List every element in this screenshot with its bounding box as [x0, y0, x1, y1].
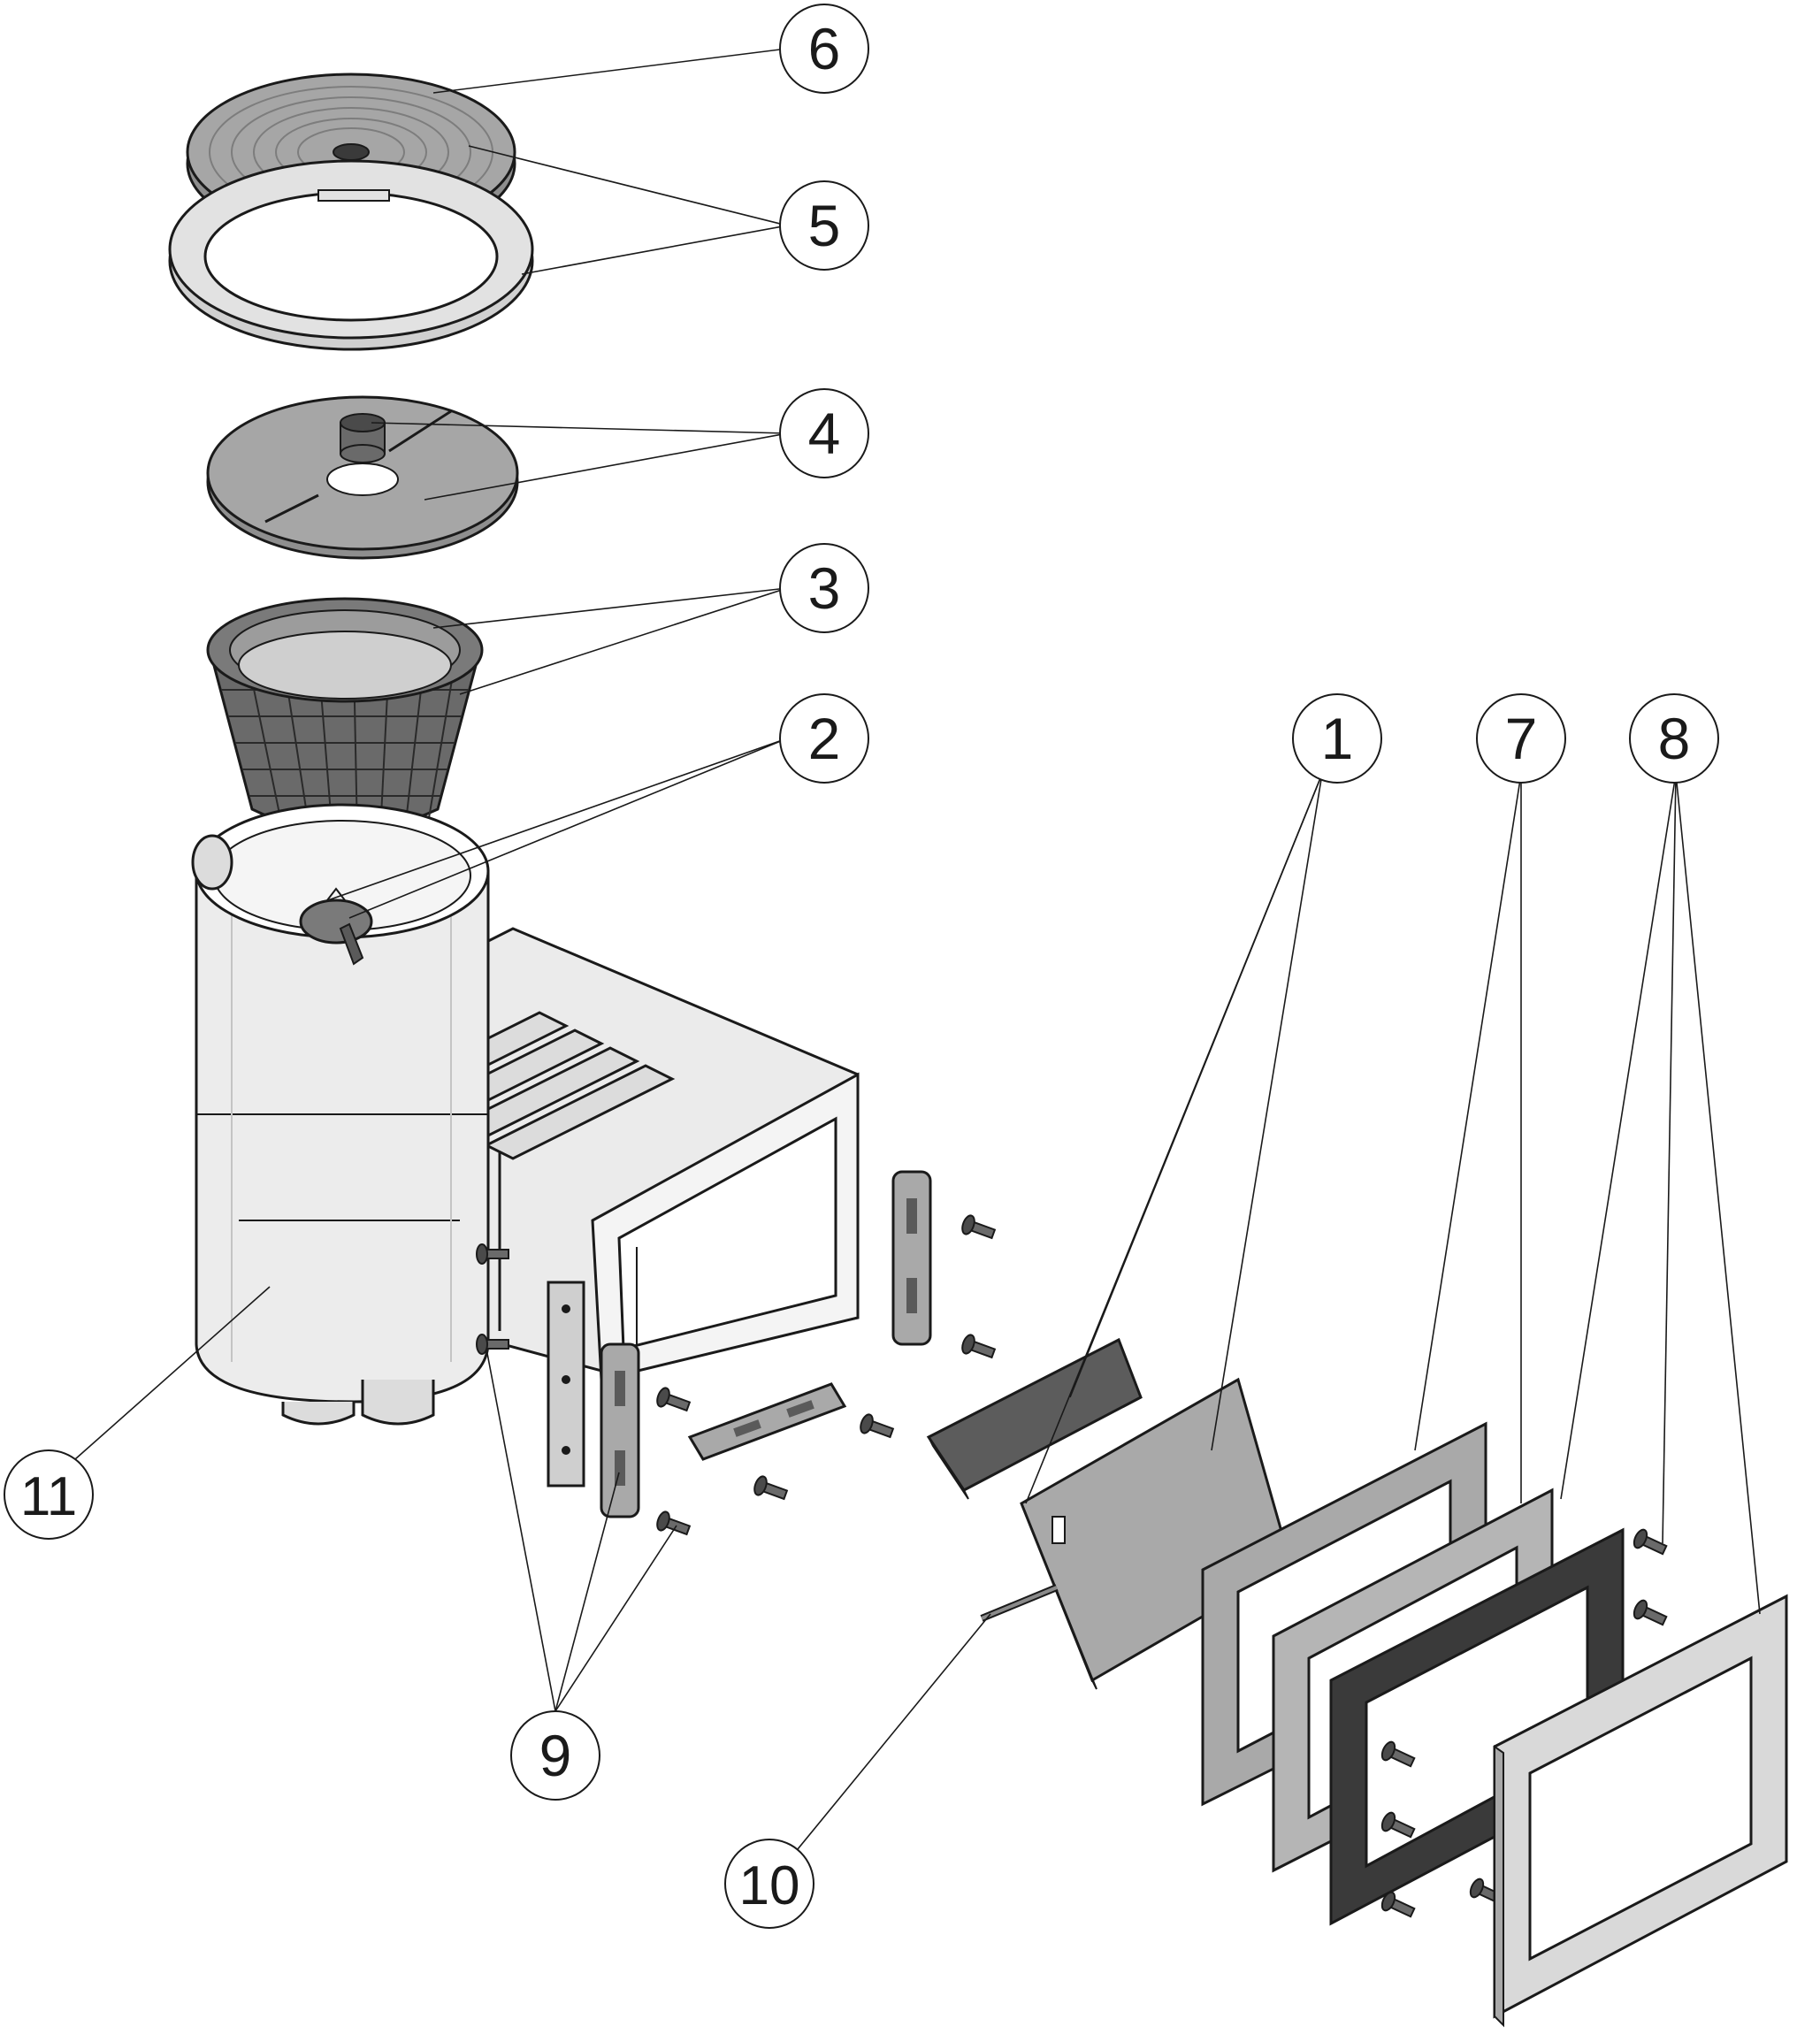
callout-6: 6	[779, 4, 869, 94]
part-4-skimmer-plate	[206, 395, 519, 560]
callout-8: 8	[1629, 693, 1719, 784]
screw-1	[959, 1212, 998, 1244]
callout-9: 9	[510, 1710, 600, 1801]
callout-1-label: 1	[1321, 706, 1354, 771]
screw-4	[654, 1385, 692, 1417]
part-11-skimmer-body	[191, 803, 860, 1426]
callout-4: 4	[779, 388, 869, 478]
callout-5: 5	[779, 180, 869, 271]
part-10-rod	[980, 1584, 1059, 1622]
callout-4-label: 4	[808, 401, 841, 466]
part-9-clamp-bars	[476, 1170, 998, 1541]
callout-9-label: 9	[539, 1723, 572, 1788]
callout-6-label: 6	[808, 16, 841, 81]
leader-lines	[74, 48, 1761, 1885]
screw-6	[654, 1509, 692, 1541]
screw-3	[857, 1411, 896, 1443]
screw-5	[751, 1473, 790, 1505]
callout-3: 3	[779, 543, 869, 633]
callout-11-label: 11	[20, 1466, 77, 1527]
clamp-bar-vertical-right	[891, 1170, 932, 1346]
screw-2	[959, 1332, 998, 1364]
callout-10-label: 10	[739, 1855, 800, 1916]
part-5-ring-frame	[168, 159, 534, 351]
part-3-basket	[206, 597, 484, 837]
part-2-flap	[299, 887, 373, 966]
part-8-faceplate	[1493, 1594, 1788, 2028]
callout-8-label: 8	[1658, 706, 1691, 771]
callout-5-label: 5	[808, 193, 841, 258]
part-1-weir	[926, 1337, 1293, 1690]
face-screw-2	[1630, 1597, 1670, 1631]
callout-11: 11	[4, 1449, 94, 1540]
clamp-bar-vertical-left	[547, 1281, 585, 1488]
callout-7-label: 7	[1505, 706, 1538, 771]
callout-1: 1	[1292, 693, 1382, 784]
callout-2: 2	[779, 693, 869, 784]
callout-10: 10	[724, 1839, 814, 1929]
callout-7: 7	[1476, 693, 1566, 784]
clamp-bar-vertical-mid	[600, 1342, 640, 1518]
callout-2-label: 2	[808, 706, 841, 771]
callout-3-label: 3	[808, 555, 841, 621]
clamp-bar-horizontal	[687, 1382, 847, 1461]
